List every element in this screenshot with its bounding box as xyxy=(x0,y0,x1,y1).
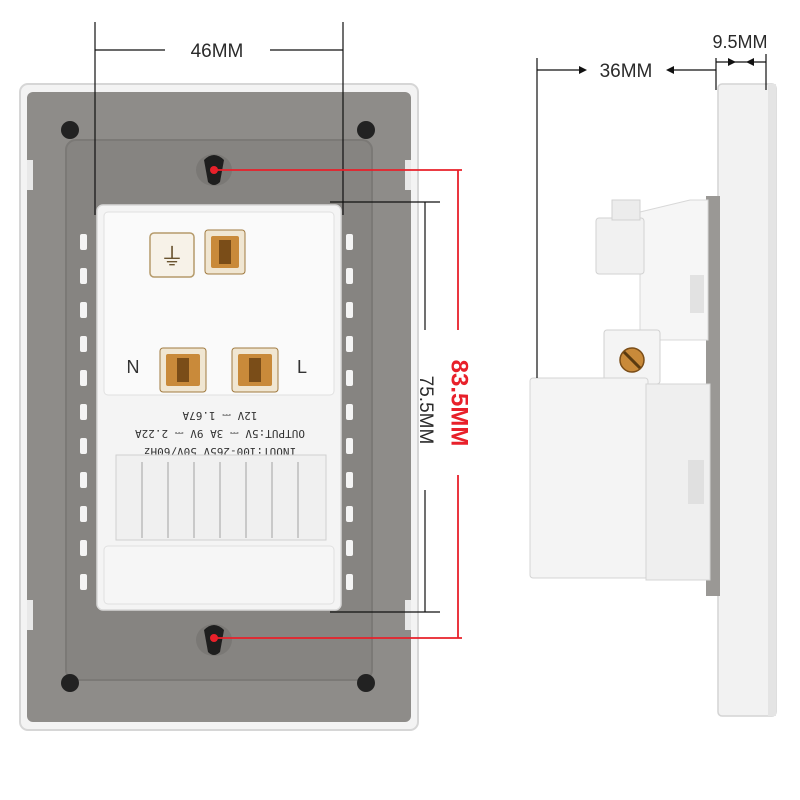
side-lower-body xyxy=(529,377,711,581)
socket-module: ⏚ N L INOUT:10 xyxy=(96,204,342,611)
dim-height-75-label: 75.5MM xyxy=(415,376,436,445)
screw-hole-top-right xyxy=(357,121,375,139)
screw-hole-bottom-left xyxy=(61,674,79,692)
dim-thickness-9-label: 9.5MM xyxy=(712,32,767,52)
mount-point-bottom xyxy=(210,634,218,642)
terminal-top xyxy=(204,229,246,275)
module-foot xyxy=(103,545,335,605)
side-screw-terminal xyxy=(603,329,661,385)
module-ribs xyxy=(115,454,327,541)
side-view: 36MM 9.5MM xyxy=(529,32,777,717)
mount-point-top xyxy=(210,166,218,174)
dim-width-46 xyxy=(94,22,344,215)
screw-hole-top-left xyxy=(61,121,79,139)
vent-slots-right xyxy=(346,234,353,590)
dim-depth-36 xyxy=(536,58,717,378)
dim-depth-36-label: 36MM xyxy=(600,61,653,82)
neutral-label: N xyxy=(127,357,140,377)
dim-thickness-9 xyxy=(716,54,767,90)
screw-hole-bottom-right xyxy=(357,674,375,692)
earth-terminal: ⏚ xyxy=(149,232,195,278)
terminal-live xyxy=(231,347,279,393)
dim-depth-arrow-right xyxy=(666,66,674,74)
spec-output-line-2: 12V ⎓ 1.67A xyxy=(182,409,257,422)
earth-symbol-icon: ⏚ xyxy=(160,243,184,271)
side-upper-body xyxy=(595,199,709,341)
vent-slots-left xyxy=(80,234,87,590)
dim-thickness-arrow-right xyxy=(746,58,754,66)
live-label: L xyxy=(297,357,307,377)
spec-output-line-1: OUTPUT:5V ⎓ 3A 9V ⎓ 2.22A xyxy=(135,427,305,440)
dim-height-75 xyxy=(330,201,440,613)
dim-thickness-arrow-left xyxy=(728,58,736,66)
terminal-neutral xyxy=(159,347,207,393)
dim-mount-83-label: 83.5MM xyxy=(446,360,473,447)
dim-depth-arrow-left xyxy=(579,66,587,74)
side-face-plate xyxy=(717,83,777,717)
plate-edge-notches xyxy=(27,160,411,630)
dim-mount-83 xyxy=(214,169,462,639)
dim-width-46-label: 46MM xyxy=(191,41,244,62)
front-view: ⏚ N L INOUT:10 xyxy=(19,22,473,731)
